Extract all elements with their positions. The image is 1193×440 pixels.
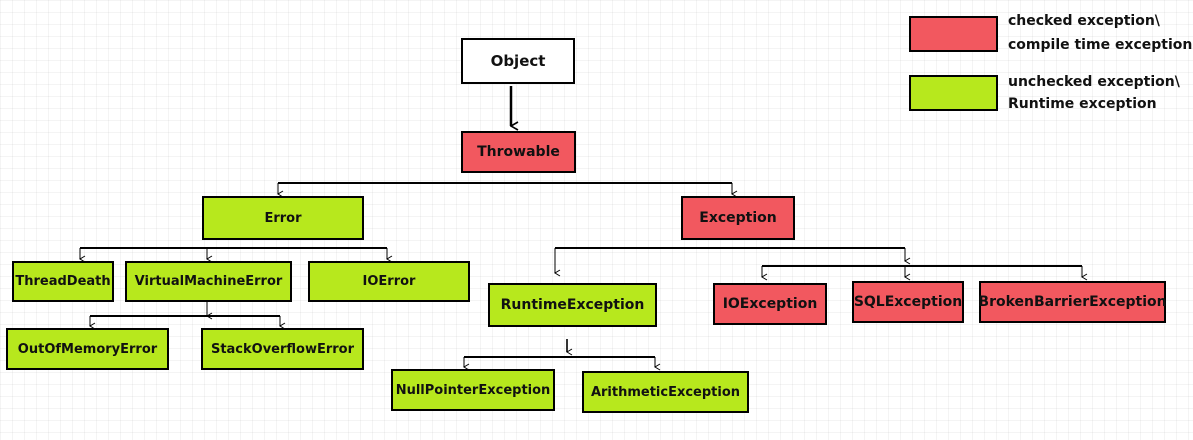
legend-label-unchecked-line1: unchecked exception\: [1008, 74, 1180, 90]
legend-swatch-unchecked: [909, 75, 998, 111]
node-runtime-exception: RuntimeException: [488, 283, 657, 327]
node-sql-exception: SQLException: [852, 281, 964, 323]
legend-label-checked-line1: checked exception\: [1008, 13, 1160, 29]
node-throwable: Throwable: [461, 131, 576, 173]
node-io-error: IOError: [308, 261, 470, 302]
node-object: Object: [461, 38, 575, 84]
legend-label-checked-line2: compile time exception: [1008, 37, 1193, 53]
legend-label-unchecked-line2: Runtime exception: [1008, 96, 1157, 112]
node-broken-barrier-exception: BrokenBarrierException: [978, 281, 1167, 323]
node-thread-death: ThreadDeath: [12, 261, 114, 302]
node-out-of-memory-error: OutOfMemoryError: [6, 328, 169, 370]
node-io-exception: IOException: [713, 283, 827, 325]
node-error: Error: [202, 196, 364, 240]
legend-swatch-checked: [909, 16, 998, 52]
node-stack-overflow-error: StackOverflowError: [201, 328, 364, 370]
node-arithmetic-exception: ArithmeticException: [582, 371, 749, 413]
node-virtual-machine-error: VirtualMachineError: [125, 261, 292, 302]
node-exception: Exception: [681, 196, 795, 240]
node-null-pointer-exception: NullPointerException: [391, 369, 555, 411]
